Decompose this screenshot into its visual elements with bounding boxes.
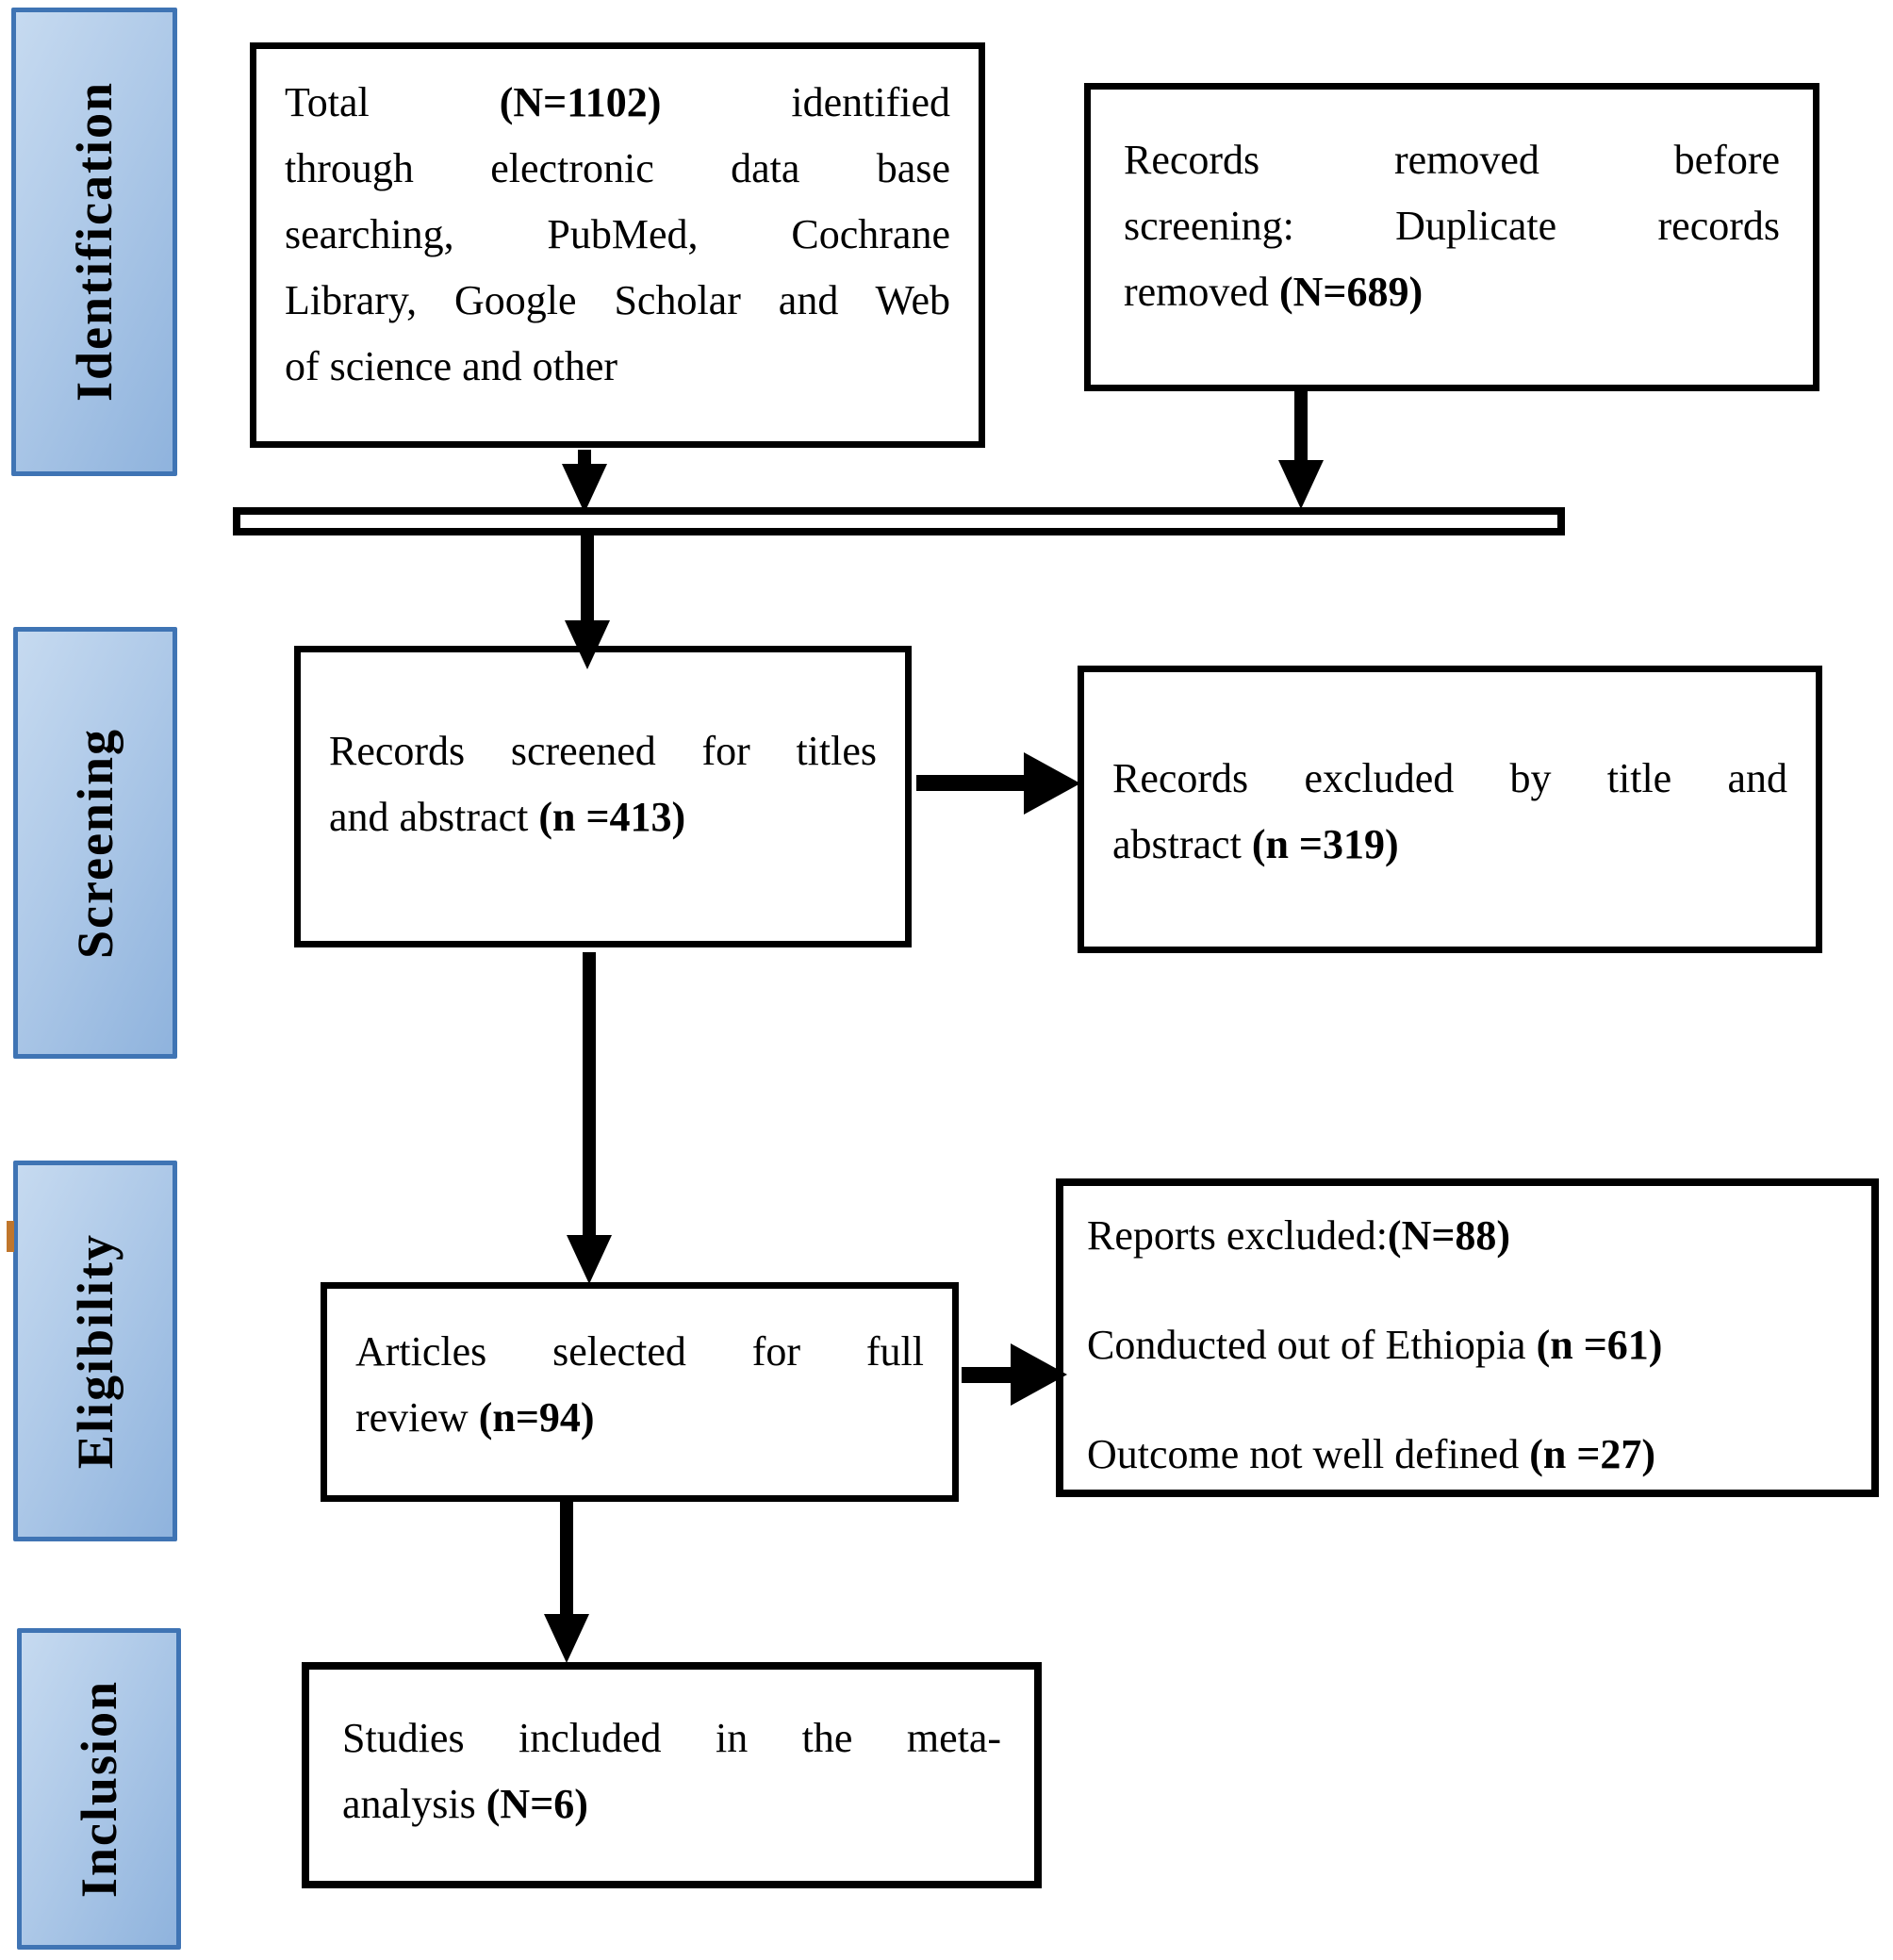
stage-screening-label: Screening — [67, 727, 123, 959]
text-line: review (n=94) — [355, 1394, 595, 1441]
stage-eligibility: Eligibility — [13, 1161, 177, 1541]
arrow-bar-to-screened-shaft — [581, 528, 594, 624]
box-screened: Records screened for titles and abstract … — [294, 646, 912, 947]
text-line: and abstract (n =413) — [329, 794, 686, 840]
text-line: Total (N=1102) identified — [285, 79, 950, 125]
text-line: Records excluded by title and — [1112, 755, 1787, 801]
text-line: removed (N=689) — [1124, 269, 1424, 315]
arrow-removed-to-bar-head — [1278, 460, 1324, 509]
box-full-review: Articles selected for full review (n=94) — [321, 1282, 959, 1502]
text-line: Conducted out of Ethiopia (n =61) — [1087, 1322, 1663, 1368]
stage-identification-label: Identification — [66, 81, 123, 403]
orange-marker — [7, 1221, 14, 1252]
arrow-fullreview-to-reportsexcluded-head — [1011, 1343, 1067, 1406]
box-excluded-title-abstract: Records excluded by title and abstract (n… — [1078, 666, 1822, 953]
text-line: Outcome not well defined (n =27) — [1087, 1431, 1656, 1477]
arrow-bar-to-screened-head — [565, 620, 610, 669]
stage-inclusion-label: Inclusion — [71, 1679, 127, 1899]
text-line: Studies included in the meta- — [342, 1715, 1001, 1761]
stage-inclusion: Inclusion — [17, 1628, 181, 1950]
text-line: through electronic data base — [285, 145, 950, 191]
text-line: Records removed before — [1124, 137, 1780, 183]
stage-identification: Identification — [11, 8, 177, 476]
box-reports-excluded: Reports excluded:(N=88) Conducted out of … — [1056, 1178, 1879, 1497]
box-identified: Total (N=1102) identified through electro… — [250, 42, 985, 448]
text-line: of science and other — [285, 343, 618, 389]
arrow-fullreview-to-included-shaft — [560, 1499, 573, 1620]
collector-bar — [233, 507, 1565, 535]
arrow-fullreview-to-included-head — [544, 1614, 589, 1663]
arrow-screened-to-fullreview-shaft — [583, 952, 596, 1243]
text-line: analysis (N=6) — [342, 1781, 588, 1827]
arrow-screened-to-fullreview-head — [567, 1235, 612, 1284]
stage-screening: Screening — [13, 627, 177, 1059]
box-removed-before-screening: Records removed before screening: Duplica… — [1084, 83, 1819, 391]
text-line: Articles selected for full — [355, 1328, 924, 1375]
text-line: screening: Duplicate records — [1124, 203, 1780, 249]
box-included: Studies included in the meta-analysis (N… — [302, 1662, 1042, 1888]
text-line: Records screened for titles — [329, 728, 877, 774]
arrow-removed-to-bar-shaft — [1294, 389, 1308, 476]
text-line: Library, Google Scholar and Web — [285, 277, 950, 323]
stage-eligibility-label: Eligibility — [67, 1232, 123, 1470]
arrow-fullreview-to-reportsexcluded-shaft — [962, 1367, 1020, 1383]
text-line: searching, PubMed, Cochrane — [285, 211, 950, 257]
arrow-screened-to-excluded-shaft — [916, 775, 1029, 791]
arrow-screened-to-excluded-head — [1024, 752, 1080, 815]
arrow-identified-to-bar-head — [562, 464, 607, 513]
text-line: abstract (n =319) — [1112, 821, 1399, 867]
text-line: Reports excluded:(N=88) — [1087, 1212, 1511, 1259]
